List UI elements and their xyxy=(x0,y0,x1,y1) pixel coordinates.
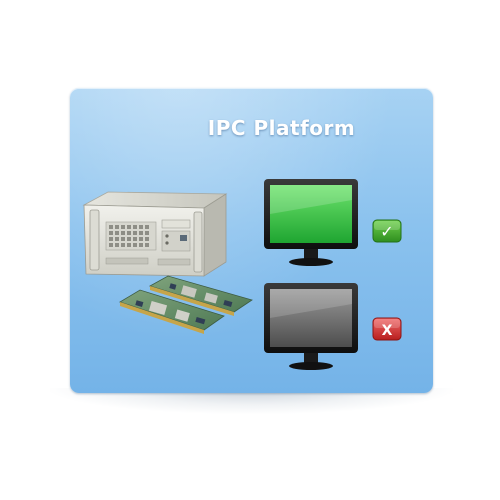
monitor-active xyxy=(264,179,358,266)
monitor-icon xyxy=(264,179,358,266)
panel-title: IPC Platform xyxy=(207,116,356,140)
check-badge: ✓ xyxy=(372,219,402,243)
checkmark-icon: ✓ xyxy=(380,222,393,241)
single-board-computer-icon xyxy=(119,275,253,334)
cross-icon: X xyxy=(382,323,393,339)
monitor-icon xyxy=(264,283,358,370)
monitor-inactive xyxy=(264,283,358,370)
industrial-pc-chassis-icon xyxy=(82,191,228,277)
cross-badge: X xyxy=(372,317,402,341)
